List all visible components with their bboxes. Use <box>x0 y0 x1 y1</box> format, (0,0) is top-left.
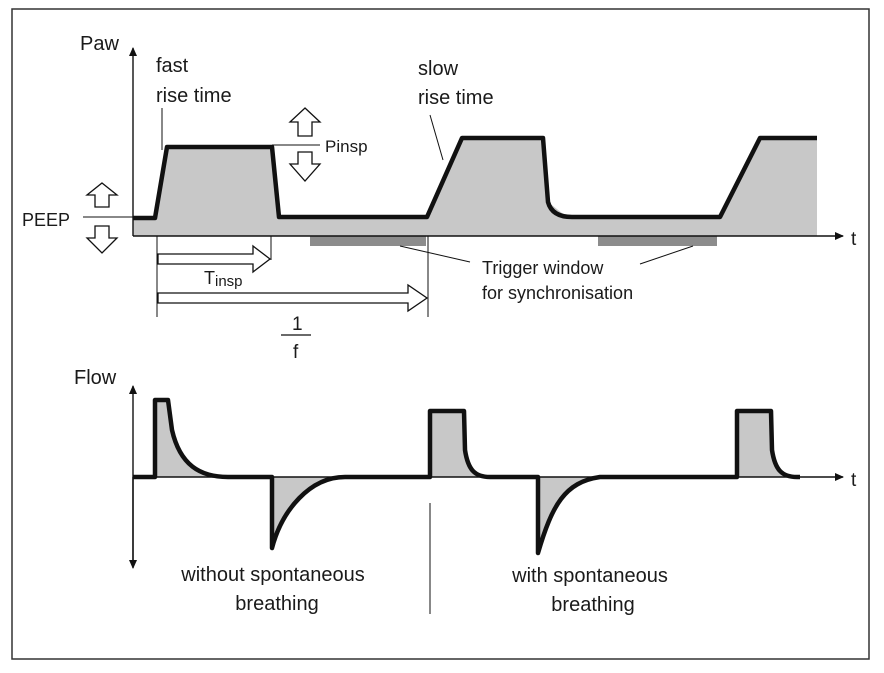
pinsp-down-arrow-icon <box>288 151 322 182</box>
flow-fill-insp-1 <box>155 400 228 477</box>
flow-axis-label: Flow <box>74 367 117 389</box>
peep-up-arrow-icon <box>85 182 119 208</box>
period-arrow-icon <box>157 283 429 313</box>
with-label-2: breathing <box>551 594 634 616</box>
period-denominator: f <box>293 342 299 363</box>
tinsp-arrow-icon <box>157 244 272 274</box>
period-numerator: 1 <box>292 314 303 335</box>
fast-rise-label-2: rise time <box>156 85 232 107</box>
diagram-frame <box>11 8 870 660</box>
flow-curve <box>133 397 800 556</box>
pressure-fill <box>133 138 817 236</box>
fast-rise-label-1: fast <box>156 55 189 77</box>
without-label-1: without spontaneous <box>180 564 364 586</box>
slow-rise-label-1: slow <box>418 58 459 80</box>
tinsp-label-sub: insp <box>215 273 243 290</box>
pressure-panel: PEEP Pinsp Paw t fast rise time slow ris… <box>22 33 857 363</box>
slow-rise-leader <box>429 114 444 161</box>
peep-label: PEEP <box>22 210 70 230</box>
trigger-label-2: for synchronisation <box>482 283 633 303</box>
peep-down-arrow-icon <box>85 225 119 254</box>
flow-fill-insp-3 <box>737 411 797 477</box>
flow-t-label: t <box>851 470 857 491</box>
trigger-window-2 <box>598 236 717 246</box>
without-label-2: breathing <box>235 593 318 615</box>
trigger-window-1 <box>310 236 426 246</box>
tinsp-label: Tinsp <box>204 268 243 290</box>
flow-fill-insp-2 <box>430 411 490 477</box>
slow-rise-label-2: rise time <box>418 87 494 109</box>
tinsp-label-main: T <box>204 268 215 288</box>
trigger-label-1: Trigger window <box>482 258 604 278</box>
flow-fill-exp-2 <box>538 477 600 553</box>
trigger-leader-2 <box>639 245 694 265</box>
pinsp-up-arrow-icon <box>288 107 322 137</box>
with-label-1: with spontaneous <box>511 565 668 587</box>
trigger-leader-1 <box>399 245 471 263</box>
flow-panel: Flow t without spontaneous breathing wit… <box>74 367 857 616</box>
flow-fill-exp-1 <box>272 477 345 548</box>
pressure-t-label: t <box>851 229 857 250</box>
pressure-curve <box>133 135 817 221</box>
paw-axis-label: Paw <box>80 33 119 55</box>
pinsp-label: Pinsp <box>325 137 368 156</box>
